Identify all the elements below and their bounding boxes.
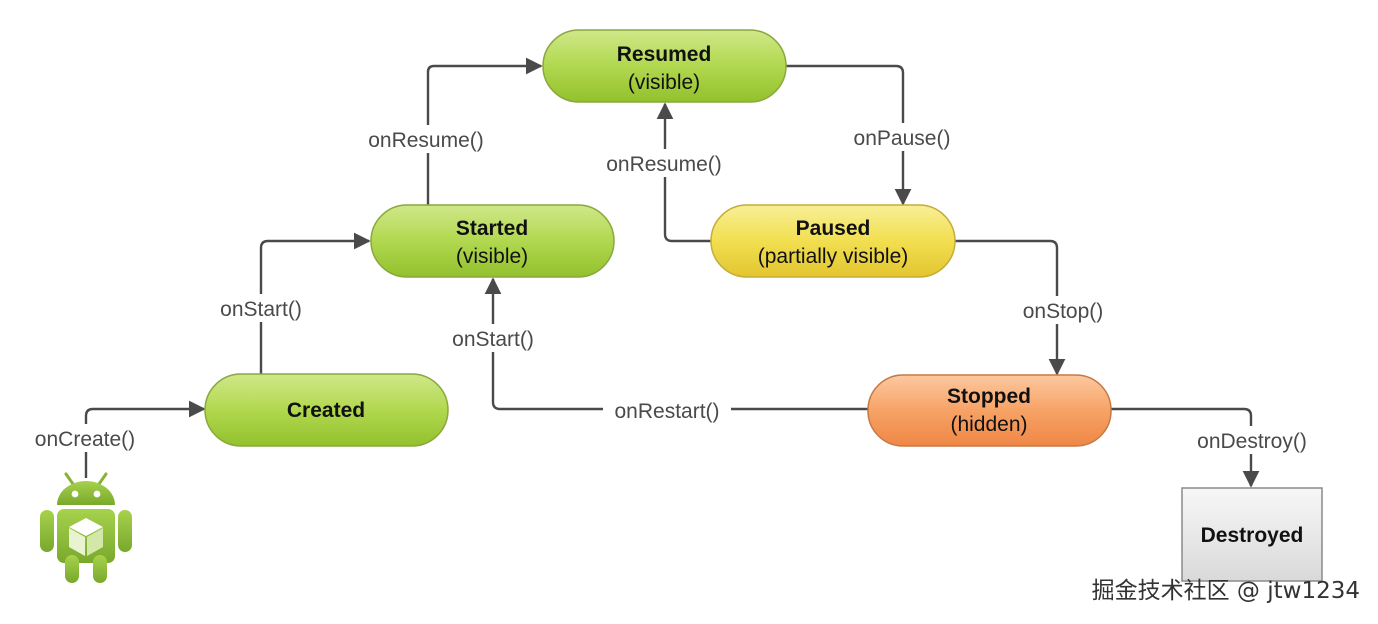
state-started-subtitle: (visible) <box>456 245 528 268</box>
label-on-pause: onPause() <box>854 127 951 150</box>
state-paused: Paused (partially visible) <box>710 204 956 278</box>
state-stopped-title: Stopped <box>947 385 1031 408</box>
state-started-title: Started <box>456 217 528 240</box>
state-resumed-title: Resumed <box>617 43 712 66</box>
state-created: Created <box>204 373 449 447</box>
label-on-destroy: onDestroy() <box>1197 430 1307 453</box>
label-on-stop: onStop() <box>1023 300 1104 323</box>
state-paused-subtitle: (partially visible) <box>758 245 909 268</box>
label-on-start: onStart() <box>220 298 302 321</box>
label-on-create: onCreate() <box>35 428 135 451</box>
label-on-resume-from-paused: onResume() <box>606 153 722 176</box>
connector-on-destroy <box>1111 407 1260 488</box>
label-on-start-from-restart: onStart() <box>452 328 534 351</box>
connector-on-restart <box>484 277 868 411</box>
state-resumed-subtitle: (visible) <box>628 71 700 94</box>
state-resumed: Resumed (visible) <box>542 29 787 103</box>
connector-on-pause <box>786 64 912 206</box>
connector-on-stop <box>955 239 1066 376</box>
state-paused-title: Paused <box>796 217 871 240</box>
connector-on-create <box>84 400 206 478</box>
state-stopped-subtitle: (hidden) <box>950 413 1027 436</box>
state-destroyed: Destroyed <box>1181 487 1323 582</box>
state-destroyed-title: Destroyed <box>1201 524 1304 547</box>
connector-on-resume <box>426 57 543 207</box>
connector-on-resume-from-paused <box>656 102 713 243</box>
state-started: Started (visible) <box>370 204 615 278</box>
label-on-resume: onResume() <box>368 129 484 152</box>
label-on-restart: onRestart() <box>614 400 719 423</box>
connector-on-start <box>259 232 371 376</box>
watermark-text: 掘金技术社区 @ jtw1234 <box>1092 578 1360 604</box>
state-stopped: Stopped (hidden) <box>867 374 1112 447</box>
state-created-title: Created <box>287 399 365 422</box>
android-robot-icon <box>40 472 132 583</box>
